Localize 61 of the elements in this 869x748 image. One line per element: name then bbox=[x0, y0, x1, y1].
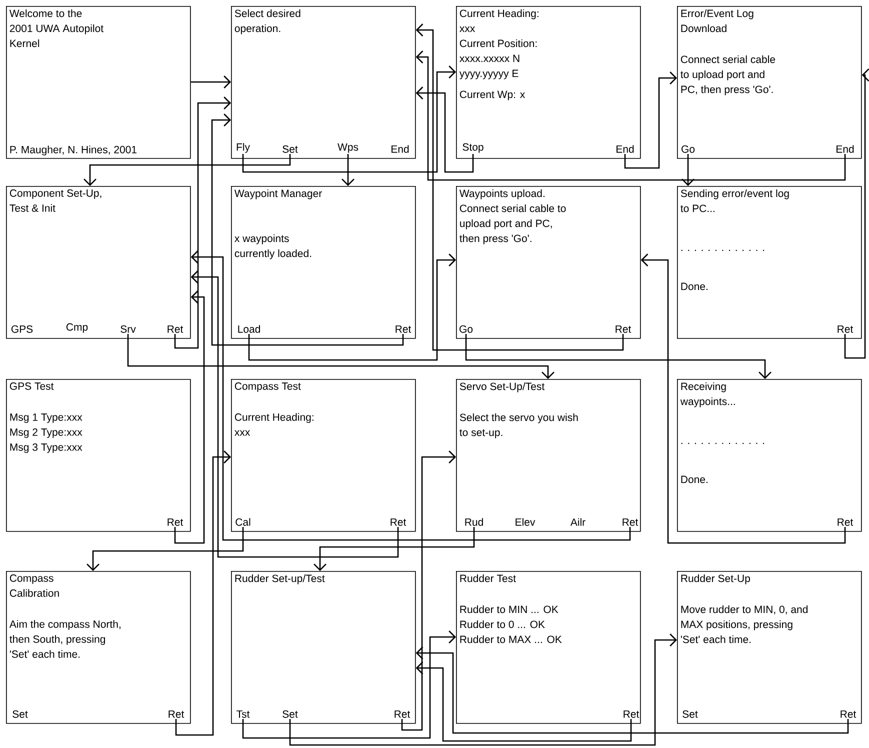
softkey-label: End bbox=[392, 145, 409, 153]
softkey-label: Load bbox=[238, 325, 260, 333]
softkey-label: Set bbox=[282, 145, 298, 153]
softkey-label: Ret bbox=[838, 326, 854, 333]
arrow bbox=[190, 250, 631, 541]
softkey-label: Set bbox=[282, 710, 298, 718]
softkey-label: Ret bbox=[616, 326, 632, 333]
softkey-label: Tst bbox=[236, 710, 250, 718]
softkey-label: Ret bbox=[624, 710, 640, 718]
softkey-label: Elev bbox=[516, 518, 536, 526]
softkey-label: Stop bbox=[462, 143, 484, 153]
softkey-label: Ret bbox=[390, 518, 406, 526]
arrow bbox=[342, 154, 354, 186]
arrow bbox=[416, 86, 474, 173]
arrow bbox=[640, 254, 846, 544]
screen-box: Welcome to the 2001 UWA Autopilot Kernel P. Maugher, N. Hines, 2001 bbox=[6, 6, 191, 159]
softkey-label: Set bbox=[682, 710, 698, 718]
arrow bbox=[84, 154, 291, 186]
softkey-label: Srv bbox=[120, 325, 136, 333]
softkey-label: End bbox=[616, 145, 634, 153]
softkey-label: Ret bbox=[168, 710, 184, 718]
softkey-label: Ret bbox=[838, 518, 854, 526]
arrow bbox=[175, 450, 231, 736]
arrow bbox=[465, 334, 772, 379]
arrow bbox=[127, 334, 554, 379]
softkey-label: Ret bbox=[168, 326, 184, 333]
softkey-label: Wps bbox=[338, 143, 358, 153]
arrow bbox=[416, 646, 849, 734]
softkey-label: Rud bbox=[465, 518, 483, 526]
arrow bbox=[416, 50, 846, 181]
arrow bbox=[190, 270, 399, 558]
arrow bbox=[416, 662, 632, 742]
softkey-label: Ret bbox=[396, 326, 412, 333]
arrow bbox=[242, 630, 456, 739]
arrow bbox=[211, 114, 404, 346]
arrow bbox=[844, 68, 869, 359]
softkey-label: Cal bbox=[236, 518, 250, 526]
arrow bbox=[682, 154, 694, 186]
arrow bbox=[174, 290, 205, 544]
softkey-label: Fly bbox=[236, 143, 250, 153]
arrow bbox=[314, 527, 475, 571]
softkey-label: Cmp bbox=[66, 323, 88, 333]
softkey-label: Ret bbox=[840, 710, 856, 718]
softkey-label: GPS bbox=[11, 325, 33, 333]
arrow bbox=[624, 72, 677, 169]
softkey-label: Go bbox=[460, 325, 473, 333]
arrow bbox=[416, 24, 624, 351]
softkey-label: Go bbox=[682, 145, 695, 153]
arrow bbox=[190, 76, 231, 88]
softkey-label: Ret bbox=[394, 710, 410, 718]
softkey-label: Ailr bbox=[570, 518, 586, 526]
softkey-label: Ret bbox=[622, 518, 638, 526]
arrow bbox=[401, 450, 456, 731]
softkey-label: End bbox=[836, 145, 854, 153]
arrow bbox=[242, 66, 456, 173]
softkey-label: Set bbox=[12, 710, 28, 718]
arrow bbox=[174, 96, 231, 349]
softkey-label: Ret bbox=[168, 518, 184, 526]
arrow bbox=[86, 527, 244, 571]
arrow bbox=[289, 634, 677, 746]
arrow bbox=[248, 254, 456, 361]
